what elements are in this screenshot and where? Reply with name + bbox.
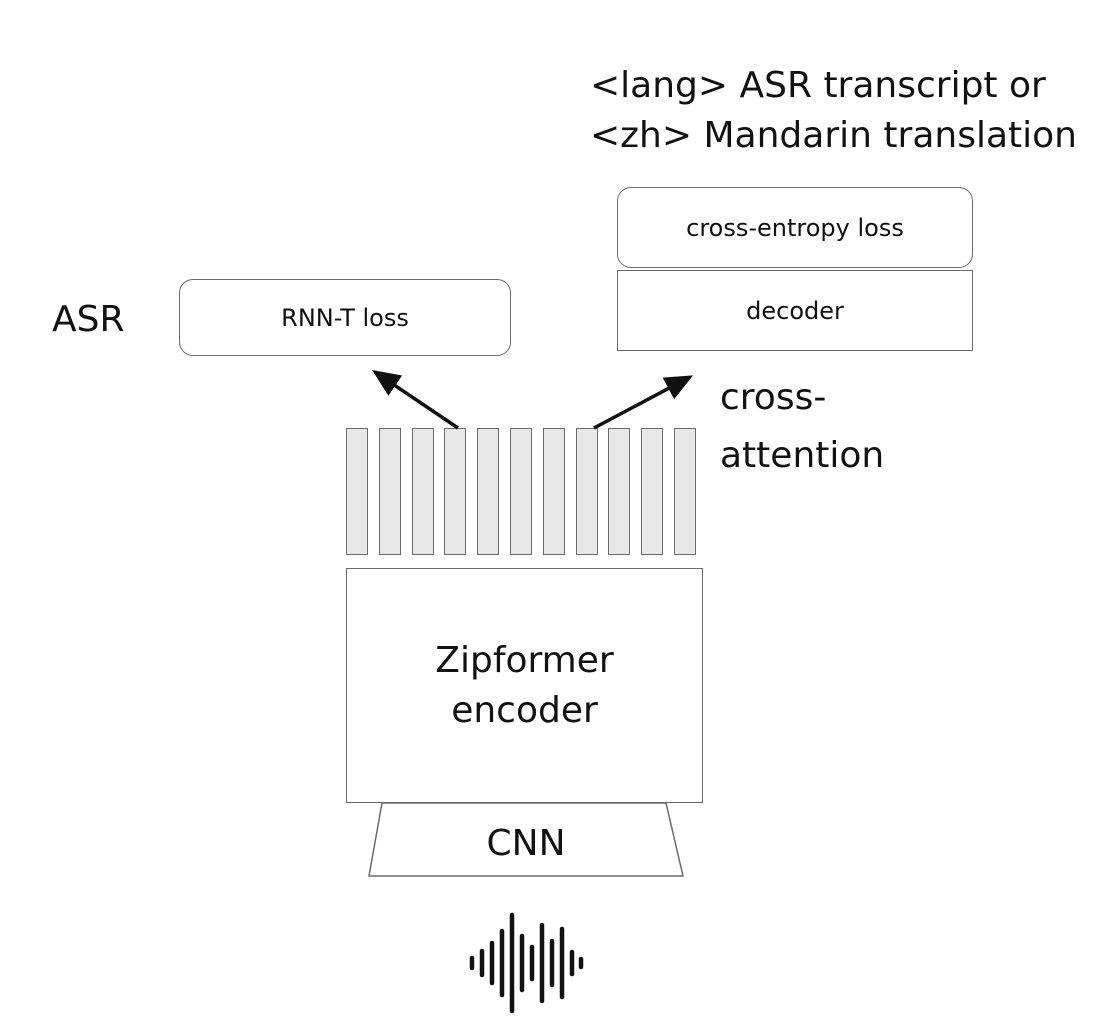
encoder-frame: [411, 428, 434, 555]
arrow-to-rnnt-loss: [372, 370, 459, 430]
zipformer-encoder-box: Zipformer encoder: [346, 568, 703, 803]
encoder-frame: [608, 428, 631, 555]
decoder-label: decoder: [746, 296, 844, 325]
encoder-frame: [575, 428, 598, 555]
encoder-output-frames: [346, 428, 696, 555]
cnn-trapezoid: [368, 802, 684, 877]
output-text-line-1: <lang> ASR transcript or: [590, 65, 1046, 106]
encoder-frame: [510, 428, 532, 555]
encoder-frame: [674, 428, 696, 555]
cross-entropy-loss-label: cross-entropy loss: [686, 213, 904, 242]
waveform-icon: [469, 912, 584, 1014]
encoder-frame: [477, 428, 500, 555]
encoder-frame: [641, 428, 664, 555]
encoder-frame: [444, 428, 467, 555]
encoder-frame: [378, 428, 401, 555]
decoder-box: decoder: [617, 270, 973, 351]
output-text-line-2: <zh> Mandarin translation: [590, 115, 1077, 156]
encoder-frame: [542, 428, 565, 555]
cross-entropy-loss-box: cross-entropy loss: [617, 187, 973, 268]
cross-attention-label-line-2: attention: [720, 435, 885, 476]
encoder-frame: [346, 428, 368, 555]
zipformer-encoder-label-line-1: Zipformer: [435, 639, 614, 681]
rnnt-loss-box: RNN-T loss: [179, 279, 511, 356]
cross-attention-label-line-1: cross-: [720, 377, 827, 418]
arrow-to-decoder: [593, 375, 694, 430]
rnnt-loss-label: RNN-T loss: [281, 303, 409, 332]
zipformer-encoder-label-line-2: encoder: [451, 689, 598, 731]
asr-label: ASR: [52, 299, 125, 340]
cnn-label: CNN: [487, 823, 566, 864]
